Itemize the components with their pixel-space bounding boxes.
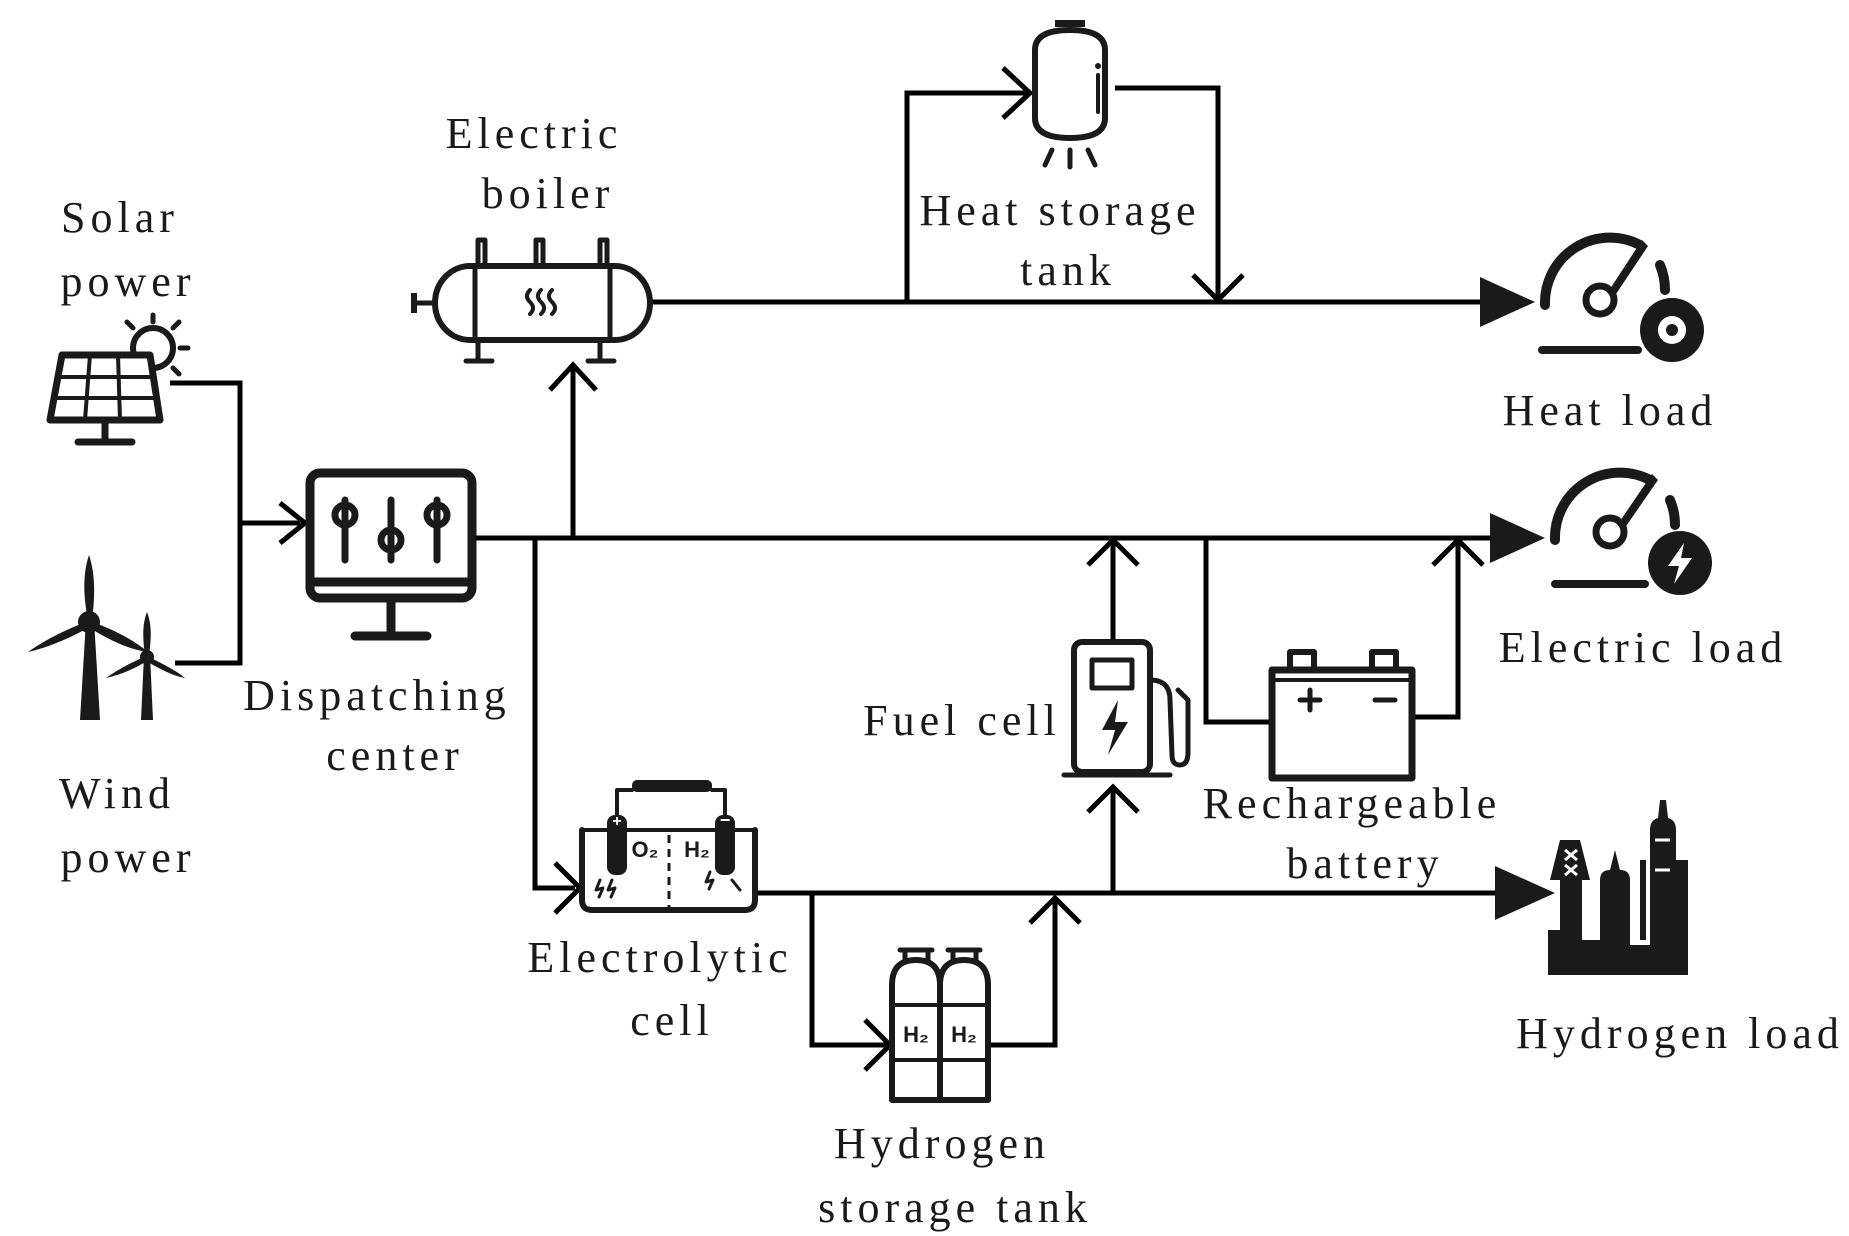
electric-boiler-icon bbox=[411, 237, 653, 364]
heat-load-label: Heat load bbox=[1503, 386, 1718, 435]
heat-storage-label-line-1: Heat storage bbox=[919, 186, 1200, 235]
heat-storage-label: Heat storage tank bbox=[919, 186, 1216, 295]
arrow-fuelcell-to-bus bbox=[1086, 536, 1140, 567]
heat-load-label-line-1: Heat load bbox=[1503, 386, 1718, 435]
battery-label: Rechargeable battery bbox=[1203, 779, 1518, 888]
electric-gauge-icon bbox=[1549, 467, 1712, 595]
arrow-from-heat-storage bbox=[1191, 273, 1245, 304]
hydrogen-load-label: Hydrogen load bbox=[1516, 1009, 1844, 1058]
h2-storage-label-line-2: storage tank bbox=[818, 1183, 1092, 1232]
arrow-to-fuelcell bbox=[1086, 783, 1140, 814]
bus-to-battery-line bbox=[1203, 538, 1270, 725]
gas-cylinders-icon: H₂ H₂ bbox=[889, 947, 991, 1103]
electric-load-label-line-1: Electric load bbox=[1499, 623, 1788, 672]
arrow-to-heat-storage bbox=[1001, 66, 1034, 120]
arrow-to-electric-load bbox=[1490, 513, 1545, 563]
arrow-to-heat-load bbox=[1480, 277, 1535, 327]
h2-storage-label-line-1: Hydrogen bbox=[834, 1119, 1050, 1168]
electrolytic-label-line-1: Electrolytic bbox=[527, 933, 792, 982]
node-labels: Solar power Wind power Dispatching cente… bbox=[59, 109, 1844, 1232]
renewable-feed-line bbox=[170, 380, 243, 666]
arrow-to-boiler bbox=[548, 361, 598, 392]
fuel-cell-label: Fuel cell bbox=[863, 696, 1061, 745]
cylinder-left-label: H₂ bbox=[903, 1022, 929, 1047]
dispatch-label-line-2: center bbox=[326, 731, 463, 780]
battery-to-bus-line bbox=[1415, 543, 1461, 720]
electrolytic-cell-label: Electrolytic cell bbox=[527, 933, 808, 1045]
solar-label-line-2: power bbox=[61, 257, 196, 306]
solar-panel-icon bbox=[46, 312, 191, 446]
battery-icon bbox=[1268, 649, 1416, 782]
from-heat-storage-line bbox=[1115, 85, 1221, 297]
control-monitor-icon bbox=[305, 468, 477, 641]
battery-label-line-1: Rechargeable bbox=[1203, 779, 1502, 828]
arrow-from-h2-storage bbox=[1028, 894, 1082, 925]
to-heat-storage-line bbox=[904, 90, 1030, 302]
solar-power-label: Solar power bbox=[61, 193, 196, 306]
from-h2-storage-line bbox=[985, 898, 1058, 1048]
heat-storage-label-line-2: tank bbox=[1020, 246, 1116, 295]
arrow-battery-to-bus bbox=[1431, 536, 1485, 567]
arrow-to-hydrogen-load bbox=[1495, 866, 1555, 920]
electric-boiler-label: Electric boiler bbox=[446, 109, 639, 218]
flow-lines bbox=[170, 66, 1555, 1072]
solar-label-line-1: Solar bbox=[61, 193, 179, 242]
h2-load-label-line-1: Hydrogen load bbox=[1516, 1009, 1844, 1058]
boiler-label-line-2: boiler bbox=[482, 169, 615, 218]
boiler-label-line-1: Electric bbox=[446, 109, 623, 158]
arrow-to-dispatch bbox=[278, 501, 310, 545]
hydrogen-storage-label: Hydrogen storage tank bbox=[818, 1119, 1092, 1232]
dispatch-label-line-1: Dispatching bbox=[243, 671, 511, 720]
to-h2-storage-line bbox=[809, 893, 890, 1048]
fuel-cell-label-line-1: Fuel cell bbox=[863, 696, 1061, 745]
storage-tank-icon bbox=[1032, 20, 1108, 170]
battery-label-line-2: battery bbox=[1286, 839, 1443, 888]
wind-power-label: Wind power bbox=[59, 769, 195, 882]
wind-turbine-icon bbox=[28, 555, 185, 720]
electrolytic-label-line-2: cell bbox=[630, 996, 714, 1045]
heat-gauge-icon bbox=[1538, 232, 1704, 362]
dispatching-center-label: Dispatching center bbox=[243, 671, 527, 780]
wind-label-line-1: Wind bbox=[59, 769, 175, 818]
electrolysis-icon: + − O₂ H₂ bbox=[579, 780, 758, 913]
bus-to-electrolysis-line bbox=[532, 538, 575, 891]
wind-label-line-2: power bbox=[61, 833, 196, 882]
h2-label: H₂ bbox=[684, 837, 710, 862]
cylinder-right-label: H₂ bbox=[951, 1022, 977, 1047]
minus-sign: − bbox=[720, 810, 731, 830]
electric-load-label: Electric load bbox=[1499, 623, 1788, 672]
refinery-icon bbox=[1548, 800, 1688, 975]
o2-label: O₂ bbox=[632, 837, 659, 862]
fuel-station-icon bbox=[1061, 639, 1191, 778]
plus-sign: + bbox=[612, 813, 621, 830]
